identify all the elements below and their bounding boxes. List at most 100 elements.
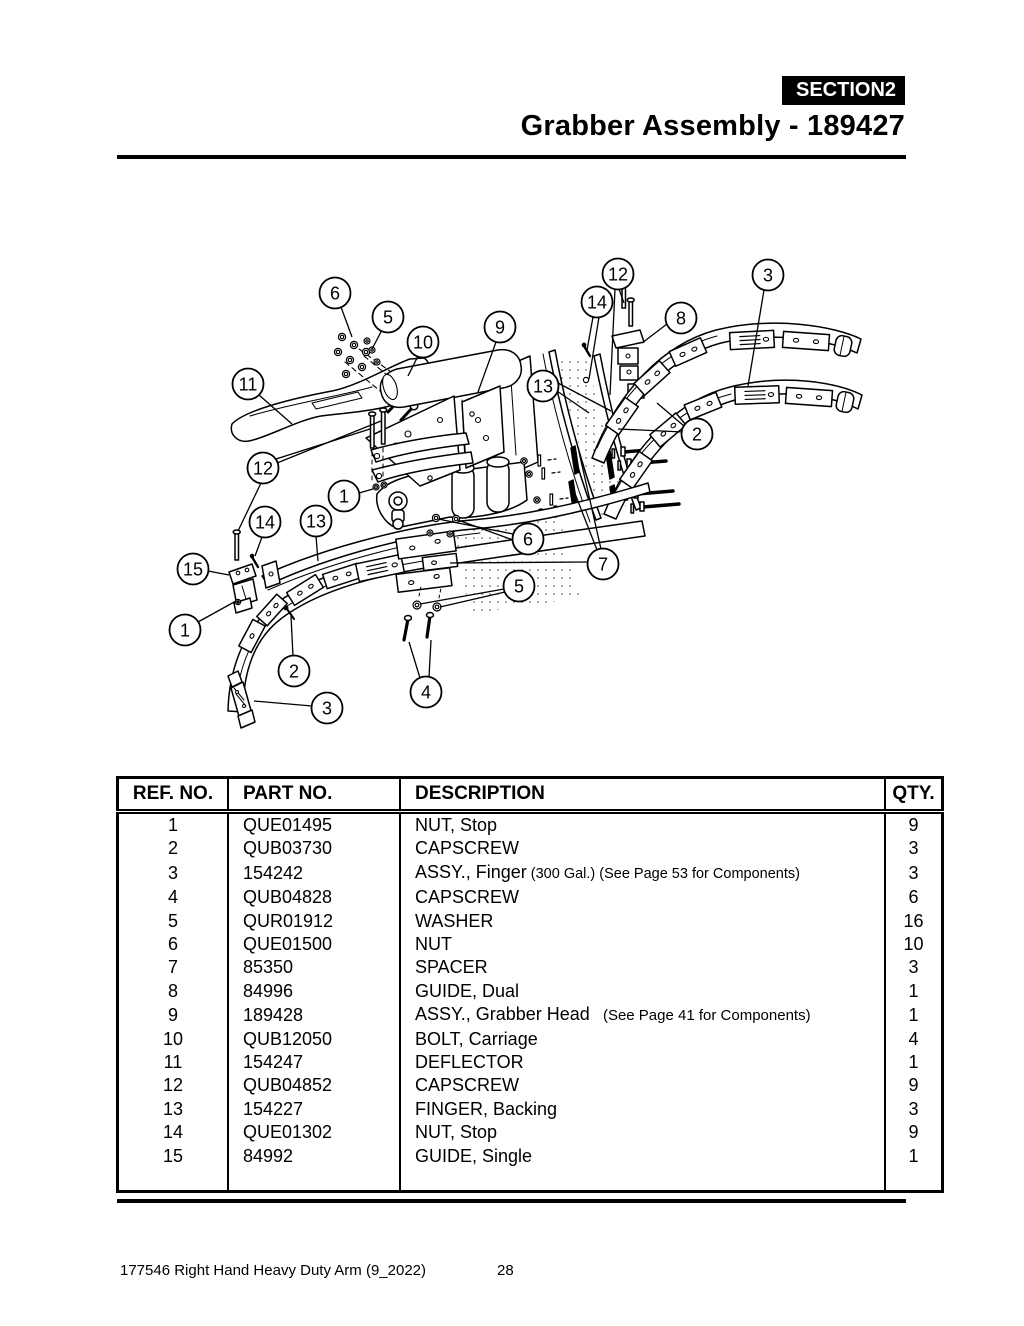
cell-ref-no: 5 (167, 910, 178, 931)
bottom-bar-plates (238, 530, 459, 654)
cell-part-no: 84996 (227, 979, 400, 1004)
description-text: FINGER, Backing (415, 1098, 558, 1119)
bar2-plates (618, 384, 855, 490)
cell-part-no: QUE01500 (227, 933, 400, 957)
callout-number: 7 (598, 554, 608, 574)
callout-number: 8 (676, 308, 686, 328)
callout-circle (371, 300, 405, 334)
cell-ref-no: 14 (162, 1122, 184, 1143)
callout-leader-line (609, 288, 616, 396)
description-text: GUIDE, Single (415, 1145, 533, 1166)
cell-qty: 1 (884, 979, 943, 1004)
cell-description: CAPSCREW (399, 886, 885, 910)
cell-qty: 9 (884, 811, 943, 838)
callout-number: 15 (183, 559, 203, 579)
cell-description: NUT, Stop (399, 1121, 885, 1145)
callout-leader-line (237, 482, 262, 532)
callout-1: 1 (168, 600, 237, 647)
callout-leader-line (428, 639, 432, 678)
callout-circle (502, 569, 536, 603)
callout-circle (168, 613, 202, 647)
column-header-ref: REF. NO. (117, 777, 228, 814)
callout-leader-line (586, 316, 594, 351)
description-text: NUT, Stop (415, 1122, 498, 1143)
callout-circle (751, 258, 785, 292)
callout-circle (318, 276, 352, 310)
callout-circle (176, 552, 210, 586)
cell-qty: 9 (884, 1074, 943, 1098)
callout-leader-line (477, 341, 497, 393)
cell-part-no: 154242 (227, 860, 400, 887)
cell-description: WASHER (399, 909, 885, 934)
callout-11: 11 (231, 367, 293, 425)
cell-qty: 1 (884, 1144, 943, 1169)
cell-qty: 3 (884, 860, 943, 887)
callout-circle (327, 479, 361, 513)
callout-1: 1 (327, 479, 374, 513)
page-number: 28 (497, 1262, 514, 1279)
callout-circle (310, 691, 344, 725)
page-title: Grabber Assembly - 189427 (520, 110, 905, 142)
callout-4: 4 (408, 639, 443, 709)
callout-number: 12 (253, 458, 273, 478)
callout-10: 10 (406, 325, 440, 377)
callout-leader-line (641, 323, 668, 344)
callout-circle (511, 522, 545, 556)
callout-number: 13 (533, 376, 553, 396)
cell-part-no: 154227 (227, 1097, 400, 1122)
section-number: 2 (884, 79, 897, 101)
callout-leader-line (588, 316, 600, 380)
filler-cell (884, 1168, 943, 1192)
callout-12: 12 (237, 420, 382, 532)
cell-description: CAPSCREW (399, 837, 885, 861)
cell-description: DEFLECTOR (399, 1051, 885, 1075)
callout-leader-line (408, 641, 421, 679)
right-finger-assembly (520, 279, 863, 523)
callout-leader-line (557, 382, 612, 412)
callout-6: 6 (437, 518, 545, 556)
callout-circle (526, 369, 560, 403)
callout-number: 2 (692, 424, 702, 444)
cell-qty: 3 (884, 956, 943, 980)
description-text: CAPSCREW (415, 838, 520, 859)
callout-leader-line (207, 570, 230, 576)
callout-number: 13 (306, 511, 326, 531)
callout-circle (680, 417, 714, 451)
callout-leader-line (290, 615, 294, 657)
cell-part-no: QUB12050 (227, 1027, 400, 1052)
bar1-plates (604, 329, 853, 436)
description-text: ASSY., Grabber Head (415, 1004, 590, 1025)
callout-13: 13 (526, 369, 612, 414)
callout-leader-line (371, 329, 383, 350)
column-header-description: DESCRIPTION (399, 777, 885, 814)
table-filler-row (118, 1168, 943, 1192)
cell-description: GUIDE, Dual (399, 979, 885, 1004)
cell-part-no: 189428 (227, 1003, 400, 1028)
callout-number: 3 (763, 265, 773, 285)
description-text: WASHER (415, 910, 494, 931)
callout-leader-line (258, 394, 293, 425)
callout-3: 3 (253, 691, 344, 725)
cell-qty: 16 (884, 909, 943, 934)
callout-leader-line (618, 288, 625, 304)
cell-qty: 10 (884, 933, 943, 957)
callout-5: 5 (371, 300, 405, 350)
callout-number: 1 (180, 620, 190, 640)
callout-number: 14 (255, 512, 275, 532)
stop-nuts-top (372, 481, 388, 491)
cell-ref-no: 11 (163, 1052, 183, 1073)
callout-6: 6 (318, 276, 353, 338)
callout-5: 5 (419, 569, 536, 608)
cell-ref-no: 13 (162, 1098, 184, 1119)
cell-ref-no: 9 (167, 1004, 178, 1025)
description-text: NUT (415, 934, 452, 955)
cell-ref-no: 10 (162, 1028, 184, 1049)
callout-leader-line (407, 355, 419, 377)
cell-part-no: 154247 (227, 1051, 400, 1075)
cell-ref-no: 15 (162, 1145, 184, 1166)
